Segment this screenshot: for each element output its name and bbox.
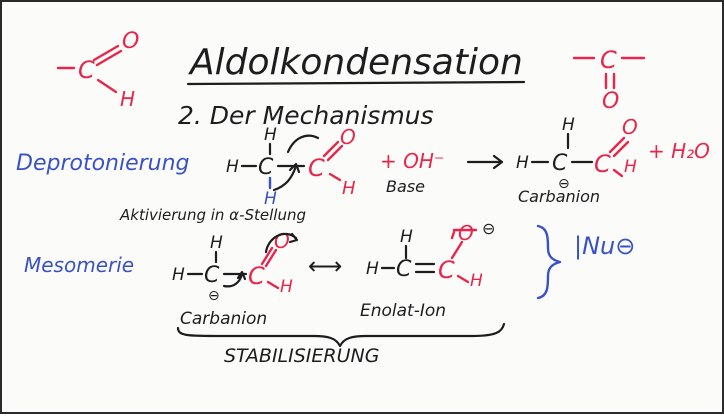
stabilization-brace: [176, 322, 506, 348]
svg-text:C: C: [258, 155, 274, 180]
aldehyde-o: O: [122, 29, 139, 54]
nucleophile-label: |Nu⊖: [574, 232, 635, 260]
svg-text:H: H: [210, 233, 223, 253]
resonance-arrow: ⟷: [308, 252, 342, 280]
mesomer-carbanion: H H C ⊖ C O H: [172, 229, 299, 304]
svg-text:C: C: [552, 151, 568, 176]
svg-text:C: C: [248, 262, 265, 290]
board-title: Aldolkondensation: [188, 42, 523, 83]
svg-text:O: O: [274, 229, 290, 253]
aldehyde-c: C: [78, 56, 95, 84]
label-deprotonierung: Deprotonierung: [16, 151, 190, 176]
svg-text:O: O: [340, 125, 356, 149]
svg-text:H: H: [470, 271, 483, 291]
enolate-ion: H H C C O ⊖ H: [366, 219, 495, 291]
svg-text:H: H: [516, 153, 529, 173]
svg-text:C: C: [600, 46, 617, 74]
label-mesomerie: Mesomerie: [24, 253, 134, 277]
activation-note: Aktivierung in α-Stellung: [119, 206, 306, 224]
reaction-arrow: [466, 154, 504, 170]
svg-text:H: H: [264, 189, 277, 209]
resonance-bracket: [536, 224, 562, 300]
svg-text:H: H: [562, 115, 575, 135]
base-label: Base: [386, 177, 425, 196]
board-subtitle: 2. Der Mechanismus: [178, 101, 434, 130]
svg-text:C: C: [438, 256, 455, 284]
enolate-label: Enolat-Ion: [360, 301, 446, 321]
title-underline: [186, 80, 526, 86]
svg-text:O: O: [602, 89, 619, 114]
svg-text:C: C: [594, 150, 611, 178]
svg-text:H: H: [400, 227, 413, 247]
svg-text:C: C: [204, 263, 220, 288]
carbanion-product: H H C ⊖ C O H: [516, 115, 638, 192]
svg-text:C: C: [308, 154, 325, 182]
svg-text:⊖: ⊖: [558, 176, 570, 192]
carbanion-label-bottom: Carbanion: [180, 309, 267, 329]
svg-text:H: H: [342, 178, 356, 199]
svg-text:⊖: ⊖: [208, 288, 220, 304]
svg-text:H: H: [280, 277, 293, 297]
svg-text:C: C: [396, 257, 412, 282]
svg-text:H: H: [624, 157, 637, 177]
ketone-sketch-right: C O: [572, 46, 646, 114]
aldehyde-sketch-left: C O H: [56, 29, 139, 111]
carbanion-label-top: Carbanion: [518, 187, 600, 206]
reactant-molecule: H H C H C O H: [226, 125, 356, 209]
hydroxide-reagent: + OH⁻: [380, 149, 444, 173]
aldehyde-h: H: [120, 87, 135, 111]
svg-text:⊖: ⊖: [482, 219, 495, 238]
water-product: + H₂O: [648, 139, 710, 163]
svg-text:H: H: [172, 265, 185, 285]
svg-text:O: O: [458, 221, 474, 245]
stabilization-label: STABILISIERUNG: [224, 345, 379, 367]
svg-text:H: H: [264, 125, 277, 145]
svg-text:H: H: [366, 259, 379, 279]
svg-text:O: O: [622, 115, 638, 139]
svg-text:H: H: [226, 157, 239, 177]
